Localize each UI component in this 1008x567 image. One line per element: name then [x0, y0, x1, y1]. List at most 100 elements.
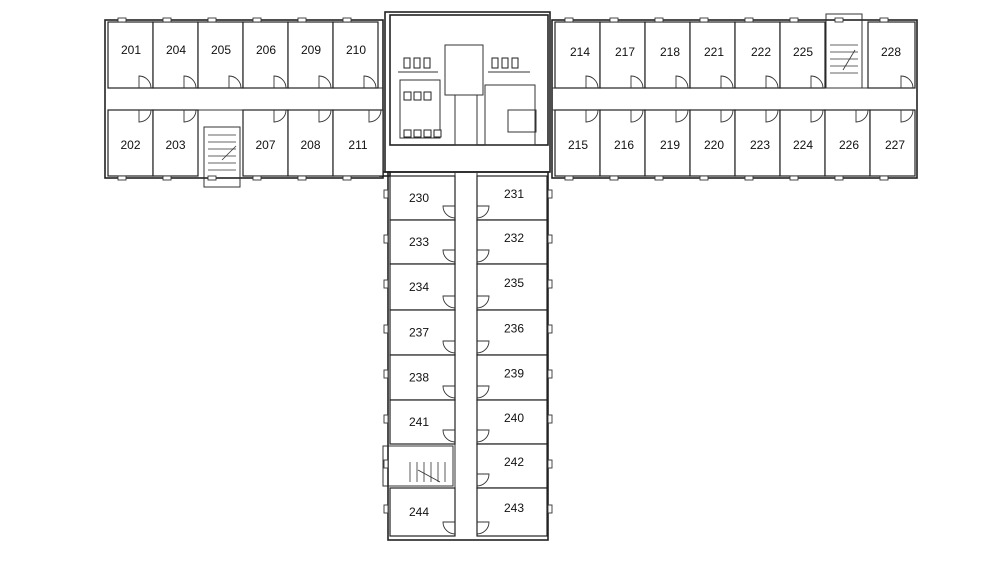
door-219 — [675, 109, 689, 123]
room-241 — [389, 399, 456, 445]
room-208 — [287, 109, 334, 177]
door-239 — [476, 385, 490, 399]
window — [117, 17, 127, 23]
room-label: 241 — [409, 415, 429, 429]
window — [297, 175, 307, 181]
door-206 — [273, 75, 287, 89]
window — [789, 17, 799, 23]
room-222 — [734, 21, 781, 89]
door-240 — [476, 429, 490, 443]
window — [547, 324, 553, 334]
room-210 — [332, 21, 379, 89]
window — [547, 279, 553, 289]
room-223 — [734, 109, 781, 177]
room-206 — [242, 21, 289, 89]
window — [789, 175, 799, 181]
room-label: 244 — [409, 505, 429, 519]
room-217 — [599, 21, 646, 89]
rooms-layer — [107, 21, 916, 537]
window — [699, 175, 709, 181]
door-214 — [585, 75, 599, 89]
window — [383, 189, 389, 199]
room-220 — [689, 109, 736, 177]
window — [207, 17, 217, 23]
room-label: 223 — [750, 138, 770, 152]
room-204 — [152, 21, 199, 89]
room-label: 234 — [409, 280, 429, 294]
room-234 — [389, 263, 456, 311]
room-233 — [389, 219, 456, 265]
room-label: 227 — [885, 138, 905, 152]
door-209 — [318, 75, 332, 89]
room-228 — [867, 21, 916, 89]
door-231 — [476, 205, 490, 219]
door-211 — [368, 109, 382, 123]
window — [744, 17, 754, 23]
door-224 — [810, 109, 824, 123]
door-235 — [476, 295, 490, 309]
door-243 — [476, 521, 490, 535]
room-label: 214 — [570, 45, 590, 59]
window — [252, 17, 262, 23]
window — [834, 175, 844, 181]
window — [297, 17, 307, 23]
room-label: 242 — [504, 455, 524, 469]
room-label: 240 — [504, 411, 524, 425]
room-239 — [476, 354, 548, 401]
door-223 — [765, 109, 779, 123]
building-outline — [104, 11, 918, 541]
window — [252, 175, 262, 181]
room-label: 239 — [504, 367, 524, 381]
door-207 — [273, 109, 287, 123]
window — [383, 324, 389, 334]
windows — [117, 17, 889, 514]
window — [699, 17, 709, 23]
room-label: 219 — [660, 138, 680, 152]
window — [654, 175, 664, 181]
window — [383, 414, 389, 424]
door-236 — [476, 340, 490, 354]
room-label: 202 — [120, 138, 140, 152]
room-227 — [869, 109, 916, 177]
window — [342, 175, 352, 181]
room-label: 204 — [166, 43, 186, 57]
room-label: 218 — [660, 45, 680, 59]
door-220 — [720, 109, 734, 123]
room-215 — [554, 109, 601, 177]
room-232 — [476, 219, 548, 265]
door-230 — [442, 205, 456, 219]
room-label: 236 — [504, 322, 524, 336]
window — [162, 17, 172, 23]
door-238 — [442, 385, 456, 399]
room-label: 225 — [793, 45, 813, 59]
window — [342, 17, 352, 23]
room-235 — [476, 263, 548, 311]
stairs-east — [825, 13, 863, 89]
room-221 — [689, 21, 736, 89]
stairs-south — [382, 445, 454, 487]
room-203 — [152, 109, 199, 177]
room-label: 206 — [256, 43, 276, 57]
door-210 — [363, 75, 377, 89]
door-226 — [855, 109, 869, 123]
room-label: 237 — [409, 326, 429, 340]
room-225 — [779, 21, 826, 89]
door-216 — [630, 109, 644, 123]
window — [547, 414, 553, 424]
room-236 — [476, 309, 548, 356]
door-217 — [630, 75, 644, 89]
window — [879, 175, 889, 181]
room-label: 216 — [614, 138, 634, 152]
room-label: 224 — [793, 138, 813, 152]
door-201 — [138, 75, 152, 89]
room-207 — [242, 109, 289, 177]
room-label: 231 — [504, 187, 524, 201]
room-216 — [599, 109, 646, 177]
window — [654, 17, 664, 23]
window — [383, 234, 389, 244]
door-208 — [318, 109, 332, 123]
door-228 — [900, 75, 914, 89]
door-242 — [476, 473, 490, 487]
room-label: 211 — [348, 138, 367, 152]
